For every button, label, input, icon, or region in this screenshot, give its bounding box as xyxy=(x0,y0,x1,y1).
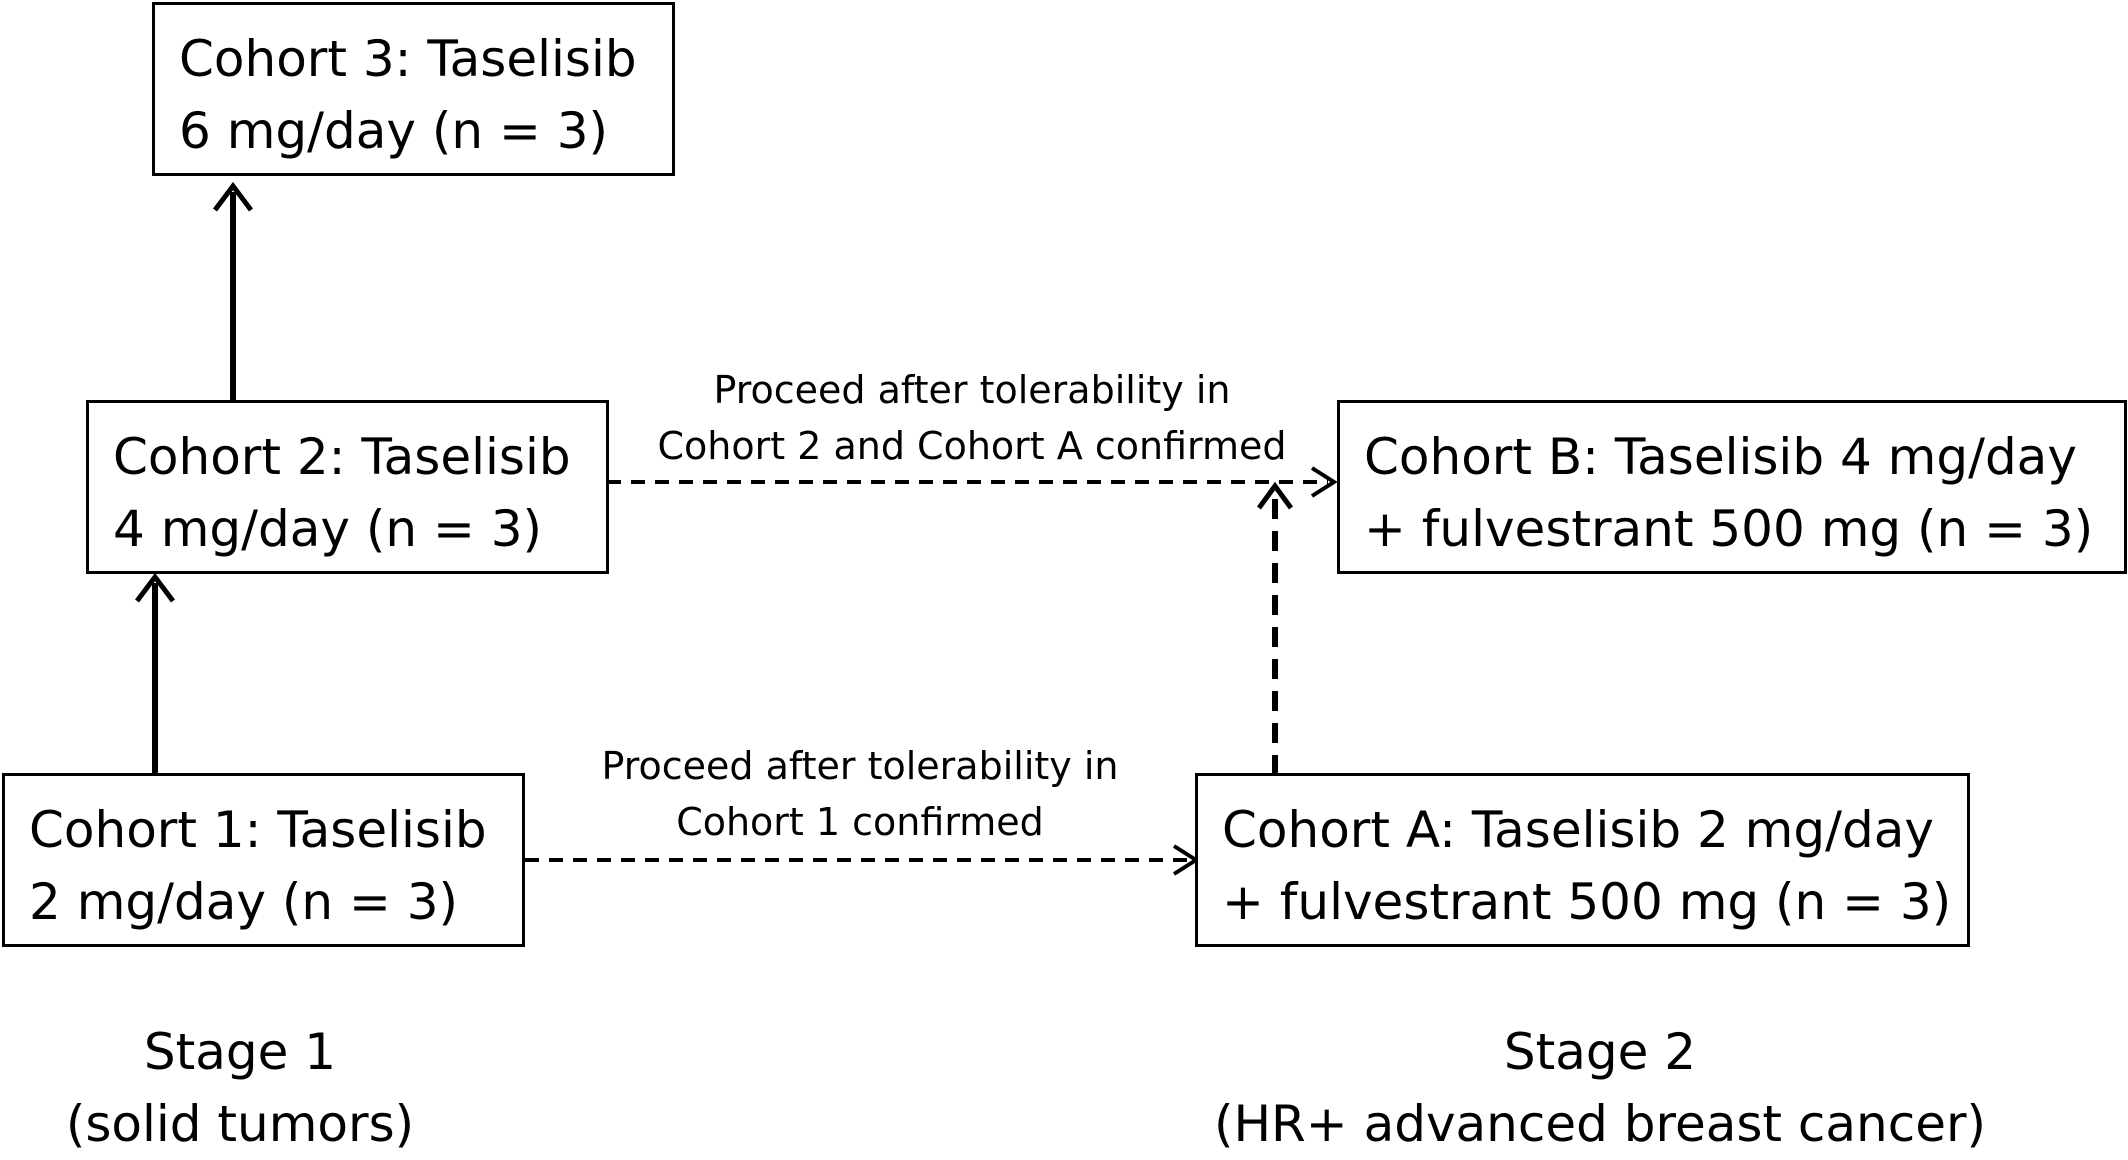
cohort-a-dose: + fulvestrant 500 mg (n = 3) xyxy=(1222,873,1952,931)
note-bottom-line2: Cohort 1 confirmed xyxy=(676,800,1044,844)
cohort-1-dose: 2 mg/day (n = 3) xyxy=(29,873,459,931)
cohort-3-dose: 6 mg/day (n = 3) xyxy=(179,102,609,160)
stage-1-title: Stage 1 xyxy=(143,1023,337,1081)
cohort-3-title: Cohort 3: Taselisib xyxy=(179,30,637,88)
cohort-b-box: Cohort B: Taselisib 4 mg/day + fulvestra… xyxy=(1337,400,2127,574)
arrowhead-cb-left xyxy=(1310,466,1338,498)
note-cohort-1: Proceed after tolerability in Cohort 1 c… xyxy=(540,738,1180,850)
cohort-a-title: Cohort A: Taselisib 2 mg/day xyxy=(1222,801,1934,859)
note-bottom-line1: Proceed after tolerability in xyxy=(601,744,1119,788)
stage-2-label: Stage 2 (HR+ advanced breast cancer) xyxy=(1150,1016,2050,1160)
stage-2-title: Stage 2 xyxy=(1503,1023,1697,1081)
cohort-1-box: Cohort 1: Taselisib 2 mg/day (n = 3) xyxy=(2,773,525,947)
cohort-b-title: Cohort B: Taselisib 4 mg/day xyxy=(1364,428,2077,486)
note-top-line2: Cohort 2 and Cohort A confirmed xyxy=(657,424,1287,468)
stage-1-subtitle: (solid tumors) xyxy=(65,1095,415,1153)
note-top-line1: Proceed after tolerability in xyxy=(713,368,1231,412)
cohort-2-dose: 4 mg/day (n = 3) xyxy=(113,500,543,558)
arrowhead-c3 xyxy=(213,181,253,212)
cohort-2-title: Cohort 2: Taselisib xyxy=(113,428,571,486)
cohort-3-box: Cohort 3: Taselisib 6 mg/day (n = 3) xyxy=(152,2,675,176)
cohort-a-box: Cohort A: Taselisib 2 mg/day + fulvestra… xyxy=(1195,773,1970,947)
cohort-2-box: Cohort 2: Taselisib 4 mg/day (n = 3) xyxy=(86,400,609,574)
note-cohort-2-and-a: Proceed after tolerability in Cohort 2 a… xyxy=(622,362,1322,474)
arrowhead-cb-bottom xyxy=(1256,481,1294,510)
stage-2-subtitle: (HR+ advanced breast cancer) xyxy=(1213,1095,1987,1153)
arrowhead-c2 xyxy=(135,572,175,603)
cohort-b-dose: + fulvestrant 500 mg (n = 3) xyxy=(1364,500,2094,558)
cohort-1-title: Cohort 1: Taselisib xyxy=(29,801,487,859)
stage-1-label: Stage 1 (solid tumors) xyxy=(40,1016,440,1160)
